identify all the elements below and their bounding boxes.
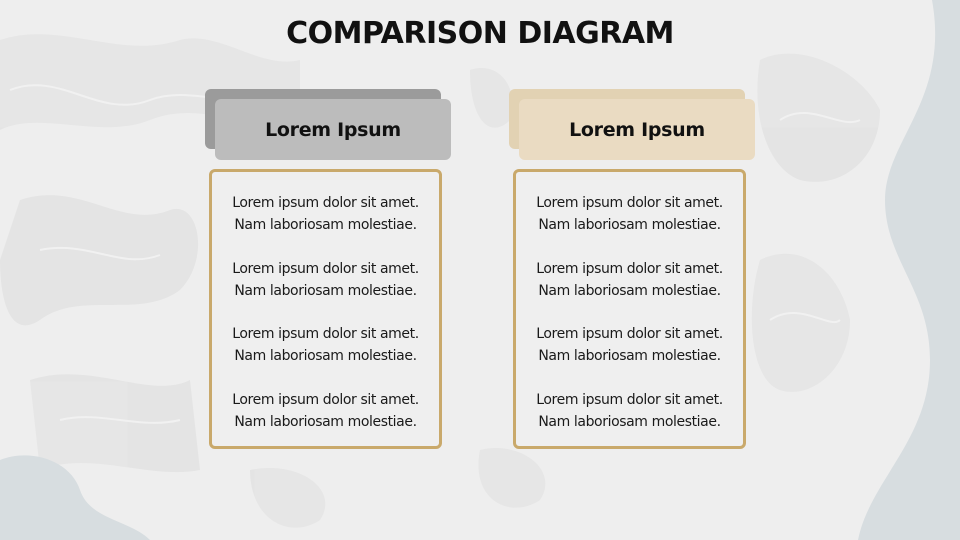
item-line: Nam laboriosam molestiae. — [538, 217, 721, 233]
item-line: Lorem ipsum dolor sit amet. — [232, 261, 419, 277]
list-item: Lorem ipsum dolor sit amet. Nam laborios… — [516, 258, 743, 302]
item-line: Nam laboriosam molestiae. — [538, 414, 721, 430]
list-item: Lorem ipsum dolor sit amet. Nam laborios… — [212, 323, 439, 367]
list-item: Lorem ipsum dolor sit amet. Nam laborios… — [516, 192, 743, 236]
item-line: Lorem ipsum dolor sit amet. — [536, 392, 723, 408]
list-item: Lorem ipsum dolor sit amet. Nam laborios… — [212, 389, 439, 433]
comparison-column-right: Lorem Ipsum Lorem ipsum dolor sit amet. … — [509, 0, 759, 540]
comparison-column-left: Lorem Ipsum Lorem ipsum dolor sit amet. … — [205, 0, 455, 540]
item-line: Lorem ipsum dolor sit amet. — [232, 326, 419, 342]
item-line: Nam laboriosam molestiae. — [234, 414, 417, 430]
item-line: Nam laboriosam molestiae. — [538, 348, 721, 364]
content-box: Lorem ipsum dolor sit amet. Nam laborios… — [513, 169, 746, 449]
item-line: Lorem ipsum dolor sit amet. — [536, 261, 723, 277]
item-line: Lorem ipsum dolor sit amet. — [536, 326, 723, 342]
content-box: Lorem ipsum dolor sit amet. Nam laborios… — [209, 169, 442, 449]
item-line: Nam laboriosam molestiae. — [234, 217, 417, 233]
item-line: Nam laboriosam molestiae. — [234, 283, 417, 299]
column-heading: Lorem Ipsum — [215, 99, 451, 160]
page-title: COMPARISON DIAGRAM — [286, 16, 674, 51]
list-item: Lorem ipsum dolor sit amet. Nam laborios… — [212, 192, 439, 236]
list-item: Lorem ipsum dolor sit amet. Nam laborios… — [516, 389, 743, 433]
item-line: Lorem ipsum dolor sit amet. — [232, 195, 419, 211]
item-line: Lorem ipsum dolor sit amet. — [232, 392, 419, 408]
list-item: Lorem ipsum dolor sit amet. Nam laborios… — [516, 323, 743, 367]
item-line: Nam laboriosam molestiae. — [234, 348, 417, 364]
item-line: Lorem ipsum dolor sit amet. — [536, 195, 723, 211]
list-item: Lorem ipsum dolor sit amet. Nam laborios… — [212, 258, 439, 302]
column-heading: Lorem Ipsum — [519, 99, 755, 160]
item-line: Nam laboriosam molestiae. — [538, 283, 721, 299]
